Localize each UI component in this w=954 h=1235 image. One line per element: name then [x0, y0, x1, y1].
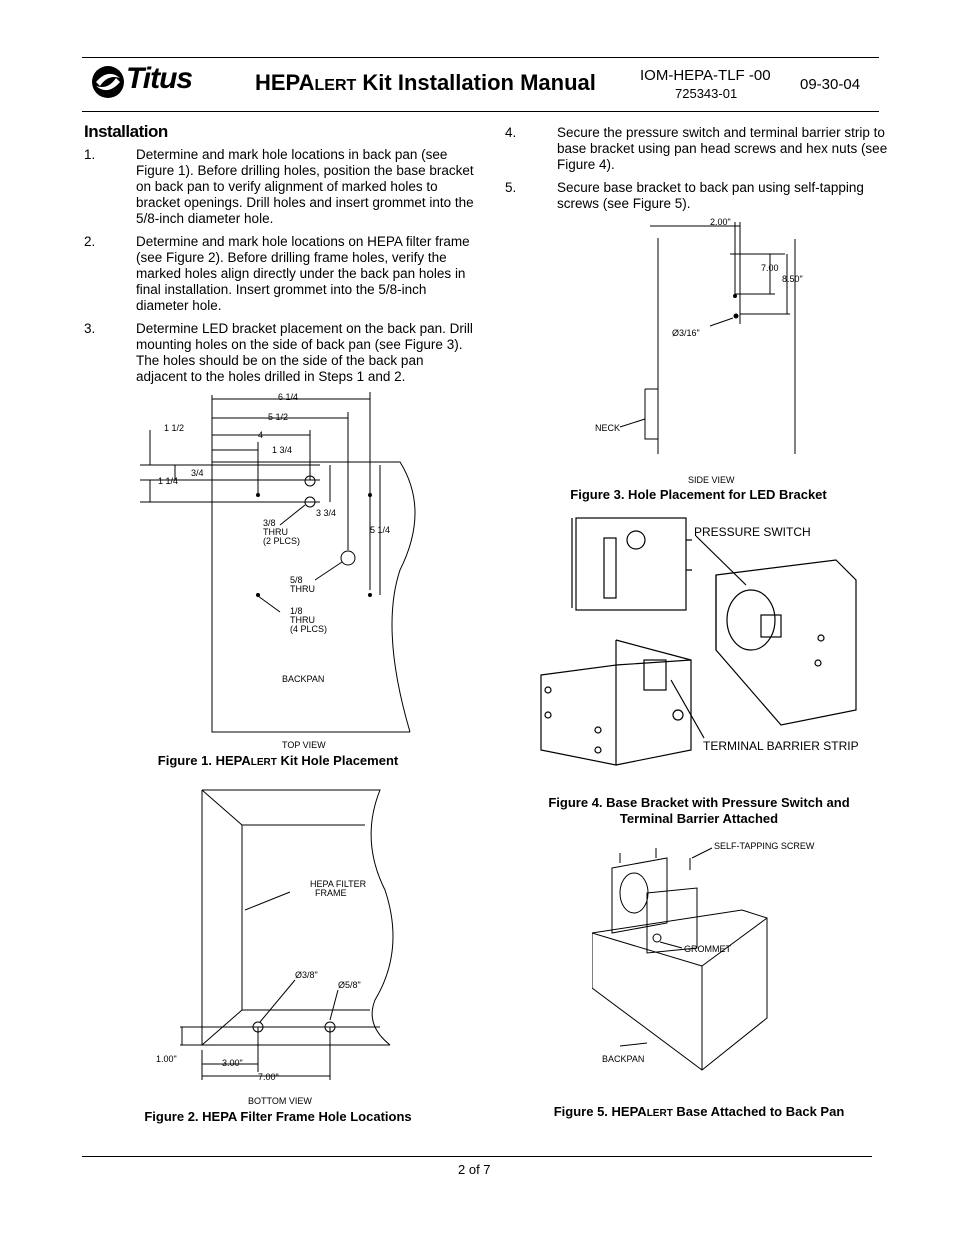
- fig2-dim-label: 7.00": [258, 1072, 279, 1082]
- fig3-dim-label: 2.00": [710, 217, 731, 227]
- fig5-grommet-label: GROMMET: [684, 944, 731, 954]
- figure-3-drawing: 2.00" 7.00 8.50" Ø3/16" NECK SIDE VIEW: [595, 217, 803, 485]
- part-number: 725343-01: [675, 86, 738, 101]
- fig4-terminal-strip-label: TERMINAL BARRIER STRIP: [703, 739, 859, 753]
- step-number: 4.: [505, 125, 517, 140]
- step-text: Secure the pressure switch and terminal …: [557, 125, 888, 172]
- step-number: 1.: [84, 147, 96, 162]
- fig3-hole-label: Ø3/16": [672, 328, 700, 338]
- fig3-dim-label: 7.00: [761, 263, 779, 273]
- step-number: 2.: [84, 234, 96, 249]
- figure-1-drawing: 6 1/4 5 1/2 1 1/2 4 1 3/4 3/4 1 1/4 3 3/…: [140, 392, 416, 750]
- fig1-dim-label: 5 1/2: [268, 412, 288, 422]
- fig1-dim-label: 3 3/4: [316, 508, 336, 518]
- fig2-hole-label: Ø3/8": [295, 970, 318, 980]
- figure-5-drawing: SELF-TAPPING SCREW GROMMET BACKPAN: [592, 841, 815, 1071]
- figure-4-drawing: PRESSURE SWITCH TERMINAL BARRIER STRIP: [540, 517, 859, 766]
- fig2-dim-label: 1.00": [156, 1054, 177, 1064]
- fig1-dim-label: 1 1/4: [158, 476, 178, 486]
- fig3-view-label: SIDE VIEW: [688, 475, 735, 485]
- fig1-dim-label: 6 1/4: [278, 392, 298, 402]
- step-text: Determine and mark hole locations on HEP…: [136, 234, 470, 313]
- titus-swirl-icon: [92, 66, 124, 98]
- fig1-note: 1/8: [290, 606, 303, 616]
- logo-text: Titus: [126, 62, 193, 95]
- step-text: Determine and mark hole locations in bac…: [136, 147, 474, 226]
- fig1-note: THRU: [290, 615, 315, 625]
- document-title: HEPALERT Kit Installation Manual: [255, 70, 596, 95]
- header-top-rule: [82, 57, 879, 58]
- step-number: 3.: [84, 321, 96, 336]
- footer-rule: [82, 1156, 872, 1157]
- figure-1-caption: Figure 1. HEPALERT Kit Hole Placement: [157, 753, 399, 768]
- fig2-frame-label: HEPA FILTER: [310, 879, 367, 889]
- fig1-note: 5/8: [290, 575, 303, 585]
- figure-5-caption: Figure 5. HEPALERT Base Attached to Back…: [553, 1104, 845, 1119]
- page-number: 2 of 7: [458, 1162, 491, 1177]
- document-number: IOM-HEPA-TLF -00: [640, 67, 771, 84]
- fig1-note: (4 PLCS): [290, 624, 327, 634]
- fig1-note: THRU: [290, 584, 315, 594]
- fig4-pressure-switch-label: PRESSURE SWITCH: [694, 525, 811, 539]
- fig5-screw-label: SELF-TAPPING SCREW: [714, 841, 815, 851]
- fig1-part-label: BACKPAN: [282, 674, 324, 684]
- step-text: Determine LED bracket placement on the b…: [136, 321, 473, 384]
- fig1-view-label: TOP VIEW: [282, 740, 326, 750]
- fig3-dim-label: 8.50": [782, 274, 803, 284]
- fig2-hole-label: Ø5/8": [338, 980, 361, 990]
- fig1-note: (2 PLCS): [263, 536, 300, 546]
- step-number: 5.: [505, 180, 517, 195]
- step-text: Secure base bracket to back pan using se…: [557, 180, 864, 211]
- section-heading: Installation: [84, 122, 168, 141]
- fig1-dim-label: 1 3/4: [272, 445, 292, 455]
- fig1-dim-label: 5 1/4: [370, 525, 390, 535]
- figure-2-drawing: HEPA FILTER FRAME Ø3/8" Ø5/8" 1.00" 3.00…: [156, 789, 394, 1106]
- fig2-view-label: BOTTOM VIEW: [248, 1096, 312, 1106]
- fig1-dim-label: 3/4: [191, 468, 204, 478]
- fig3-part-label: NECK: [595, 423, 620, 433]
- fig5-backpan-label: BACKPAN: [602, 1054, 644, 1064]
- fig1-dim-label: 4: [258, 430, 263, 440]
- titus-logo: Titus: [90, 62, 200, 100]
- fig1-note: 3/8: [263, 518, 276, 528]
- document-date: 09-30-04: [800, 76, 861, 93]
- fig2-frame-label: FRAME: [315, 888, 347, 898]
- header-bottom-rule: [82, 111, 879, 112]
- figure-4-caption: Figure 4. Base Bracket with Pressure Swi…: [548, 795, 850, 826]
- figure-3-caption: Figure 3. Hole Placement for LED Bracket: [570, 487, 827, 502]
- fig1-note: THRU: [263, 527, 288, 537]
- fig2-dim-label: 3.00": [222, 1058, 243, 1068]
- fig1-dim-label: 1 1/2: [164, 423, 184, 433]
- figure-2-caption: Figure 2. HEPA Filter Frame Hole Locatio…: [144, 1109, 412, 1124]
